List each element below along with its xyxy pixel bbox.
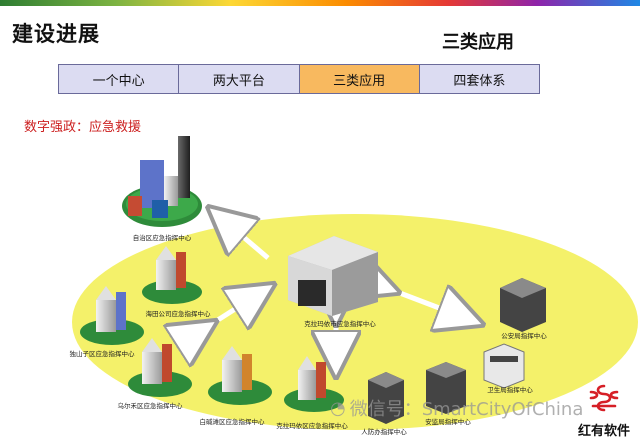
page-title: 建设进展	[12, 22, 100, 46]
baijiantan-label: 白碱滩区应急指挥中心	[200, 417, 266, 426]
arrow-left-double	[210, 288, 268, 325]
kelamayi-district-label: 克拉玛依区应急指挥中心	[276, 421, 348, 430]
region-center-label: 自治区应急指挥中心	[133, 233, 192, 242]
dushanzi-node[interactable]: 独山子区应急指挥中心	[70, 286, 145, 358]
haitian-label: 海田公司应急指挥中心	[146, 309, 212, 318]
link-arrows	[210, 212, 476, 370]
wechat-icon: ◔	[330, 397, 346, 419]
wuerhe-node[interactable]: 乌尔禾区应急指挥中心	[118, 338, 193, 410]
watermark-text: 微信号：SmartCityOfChina	[349, 399, 584, 420]
anjian-node[interactable]: 安监局指挥中心	[425, 362, 471, 426]
anjian-label: 安监局指挥中心	[425, 417, 471, 426]
arrow-to-region	[214, 212, 270, 260]
renfang-node[interactable]: 人防办指挥中心	[361, 372, 407, 436]
gongan-label: 公安局指挥中心	[501, 331, 547, 340]
top-gradient-bar	[0, 0, 640, 6]
weisheng-label: 卫生局指挥中心	[487, 385, 533, 394]
brand-mark-icon	[589, 384, 619, 412]
tab-four-systems[interactable]: 四套体系	[419, 65, 539, 93]
dushanzi-label: 独山子区应急指挥中心	[70, 349, 136, 358]
region-center-node[interactable]: 自治区应急指挥中心	[122, 136, 202, 242]
kelamayi-district-node[interactable]: 克拉玛依区应急指挥中心	[276, 356, 348, 430]
section-title: 数字强政：应急救援	[24, 120, 142, 135]
watermark: ◔ 微信号：SmartCityOfChina	[330, 395, 583, 421]
weisheng-node[interactable]: 卫生局指挥中心	[483, 343, 533, 394]
renfang-label: 人防办指挥中心	[361, 427, 407, 436]
tab-one-center[interactable]: 一个中心	[59, 65, 180, 93]
arrow-right-double	[392, 290, 476, 322]
city-command-center-label: 克拉玛依市应急指挥中心	[304, 319, 376, 328]
brand-name: 红有软件	[577, 424, 630, 439]
haitian-node[interactable]: 海田公司应急指挥中心	[142, 246, 211, 318]
brand-logo: 红有软件	[572, 384, 636, 439]
gongan-node[interactable]: 公安局指挥中心	[500, 278, 547, 340]
baijiantan-node[interactable]: 白碱滩区应急指挥中心	[200, 346, 273, 426]
tab-bar: 一个中心 两大平台 三类应用 四套体系	[58, 64, 540, 94]
city-command-center-node[interactable]: 克拉玛依市应急指挥中心	[288, 236, 378, 328]
tab-two-platforms[interactable]: 两大平台	[179, 65, 300, 93]
page-subtitle: 三类应用	[442, 32, 514, 53]
tab-three-applications[interactable]: 三类应用	[299, 65, 420, 93]
wuerhe-label: 乌尔禾区应急指挥中心	[118, 401, 184, 410]
